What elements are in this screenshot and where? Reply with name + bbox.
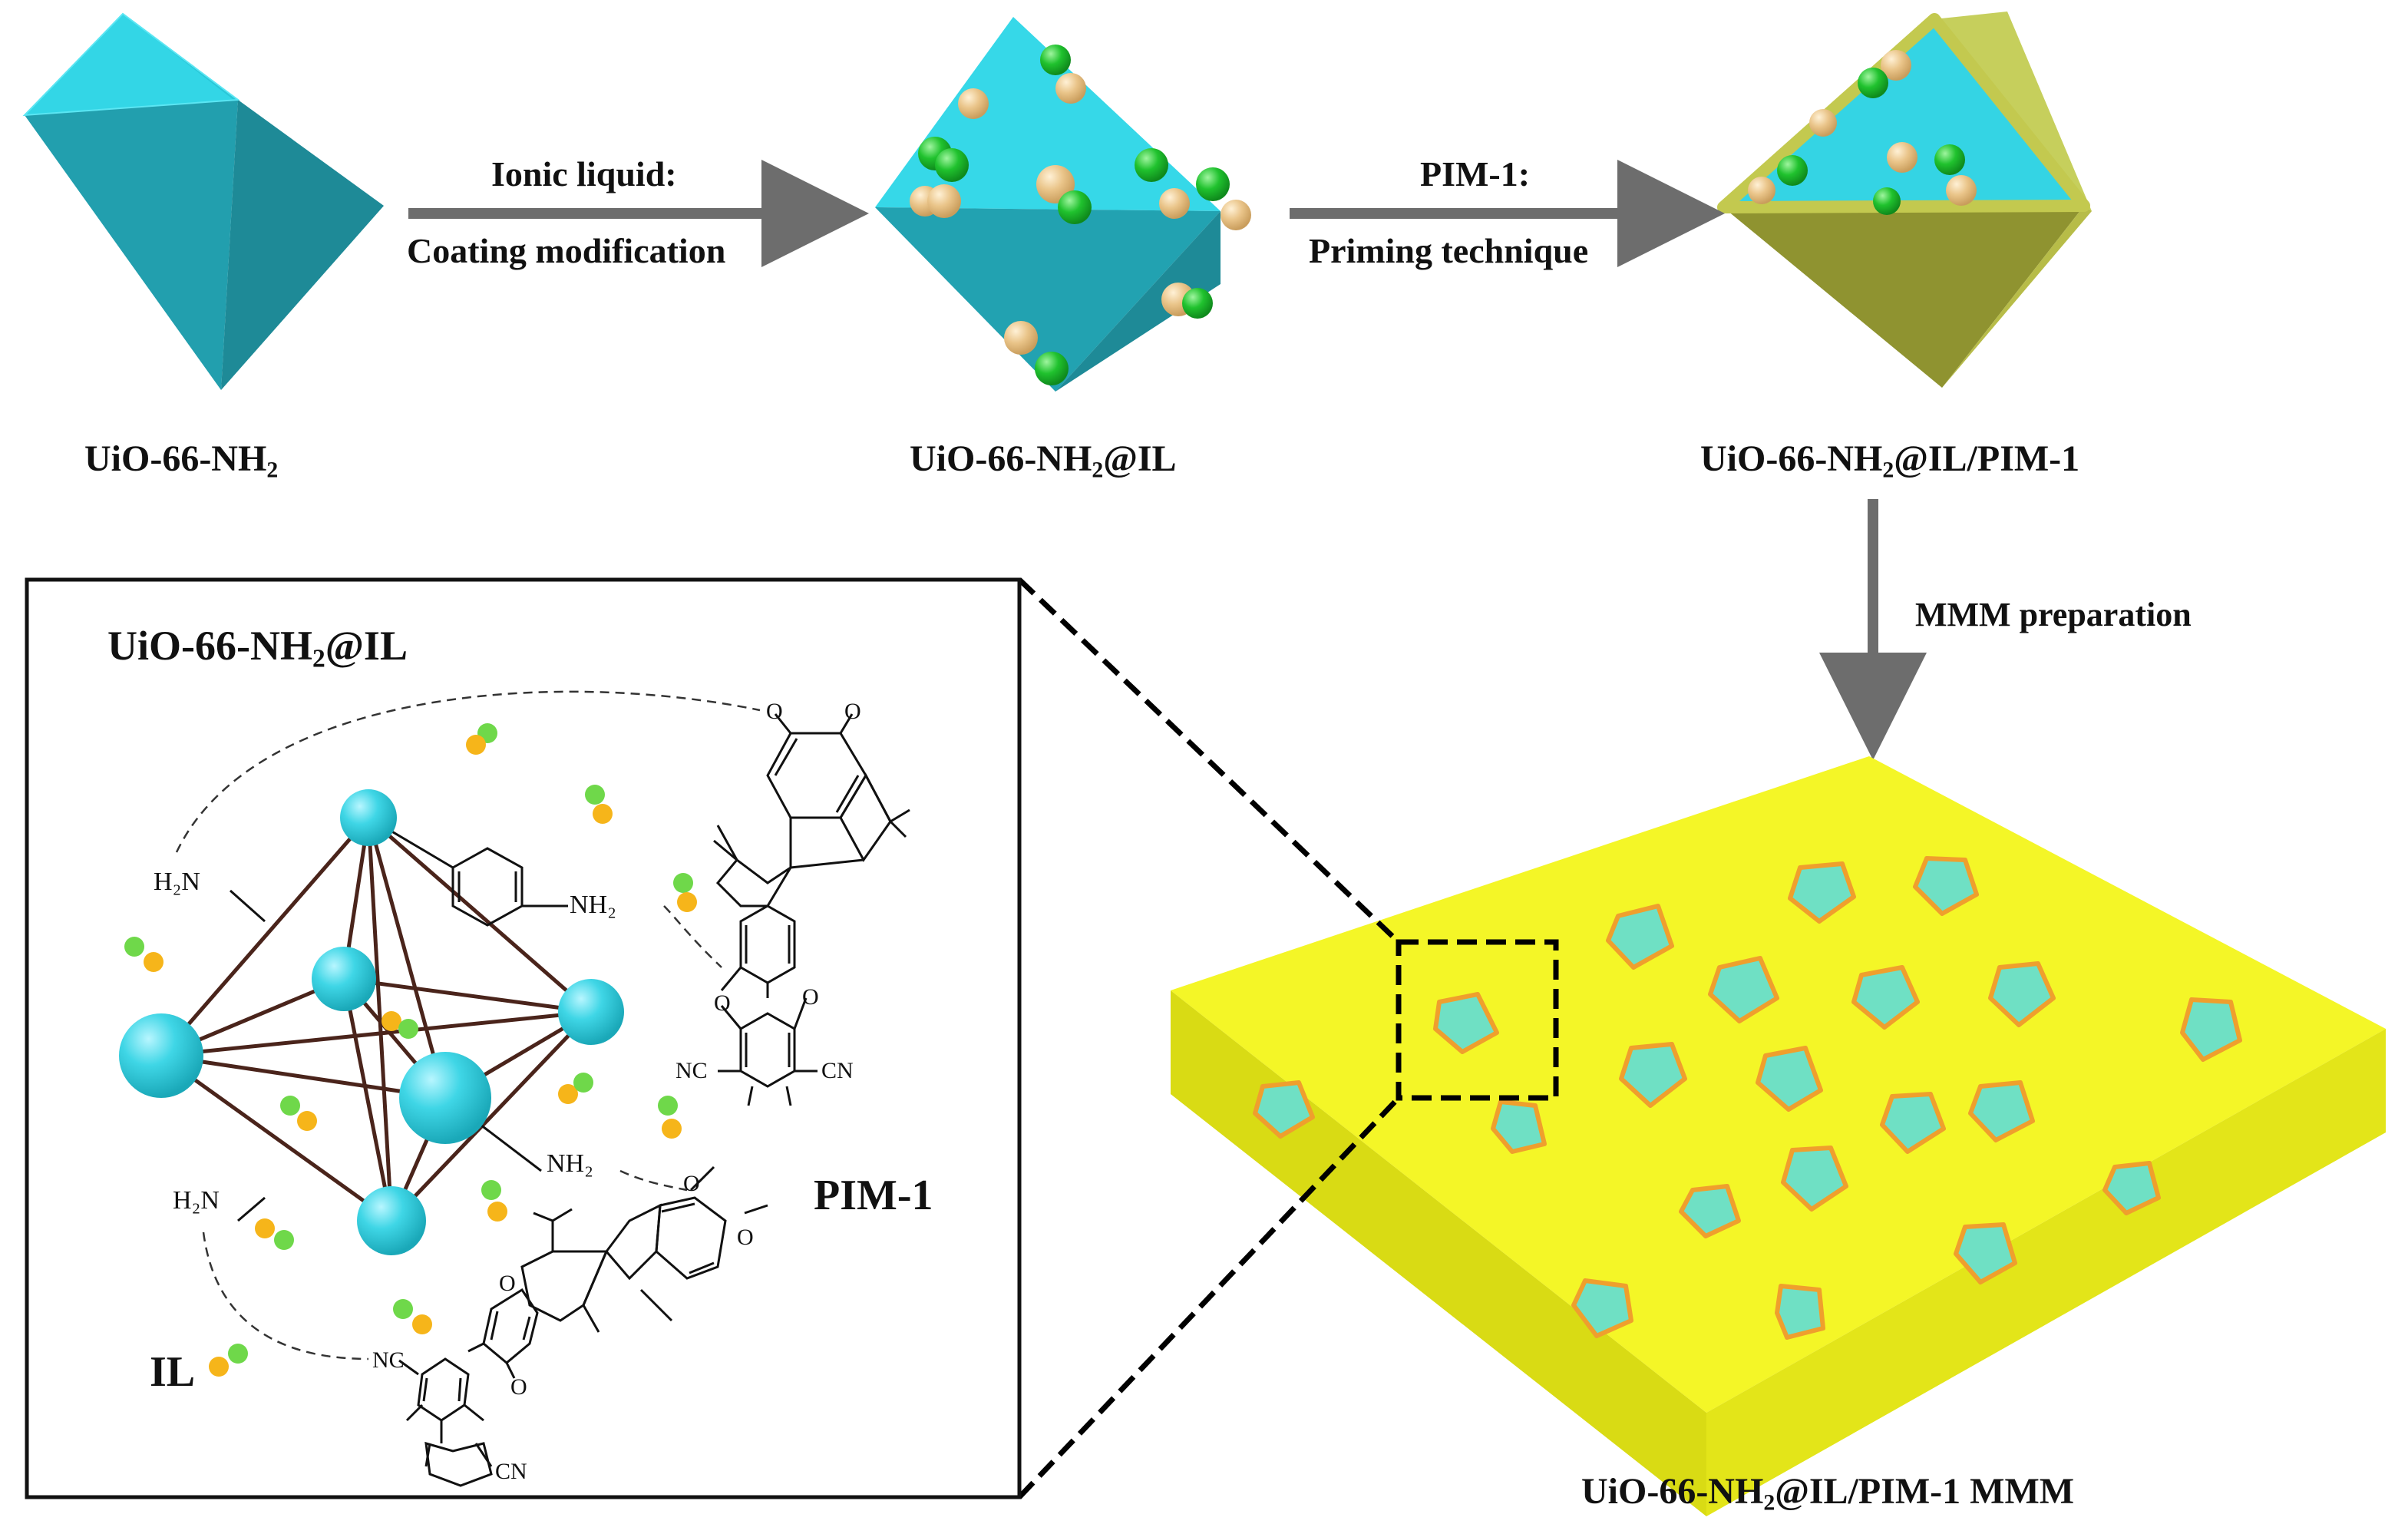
zoom-region-box [1396,939,1559,1101]
nitrile-label-3: NC [372,1347,405,1373]
ether-o-8: O [510,1374,527,1400]
label-ilpim-suffix: @IL/PIM-1 [1894,438,2080,479]
label-uio66-il-suffix: @IL [1103,438,1177,479]
label-uio66-nh2-il-pim1: UiO-66-NH2@IL/PIM-1 [1700,438,2079,483]
amine-label-1: H₂N [154,868,200,896]
octahedron-uio66 [22,12,384,390]
label-uio66-il-sub: 2 [1092,457,1104,483]
label-ilpim-sub: 2 [1882,457,1894,483]
label-uio66-il-text: UiO-66-NH [910,438,1092,479]
amine-label-3: NH₂ [547,1149,593,1178]
label-uio66-nh2: UiO-66-NH2 [84,438,278,483]
ether-o-6: O [737,1225,754,1250]
nitrile-label-1: NC [675,1058,708,1083]
step2-label-line2: Priming technique [1309,231,1589,270]
ether-o-2: O [844,699,861,724]
ether-o-1: O [766,699,783,724]
step3-label: MMM preparation [1915,596,2192,633]
membrane-slab [1171,756,2386,1516]
inset-pim1-label: PIM-1 [814,1172,933,1219]
zr-nodes [119,789,624,1255]
hbond-dashes [175,690,761,1360]
nitrile-label-4: CN [495,1459,527,1484]
linker-bonds [230,816,568,1222]
octahedron-uio66-il [875,17,1251,392]
amine-label-2: NH₂ [570,891,616,919]
label-mmm-text: UiO-66-NH [1581,1471,1764,1512]
inset-title-sub: 2 [312,644,325,673]
inset-il-label: IL [150,1348,196,1396]
il-particles-octahedron-3 [1748,50,1977,215]
ether-o-7: O [499,1271,516,1296]
membrane-fillers [1253,856,2242,1340]
label-uio66-nh2-il: UiO-66-NH2@IL [910,438,1177,483]
label-mmm: UiO-66-NH2@IL/PIM-1 MMM [1581,1470,2074,1516]
step1-label-line1: Ionic liquid: [491,154,677,193]
step2-label-line1: PIM-1: [1420,154,1531,193]
nitrile-label-2: CN [821,1058,854,1083]
step1-label-line2: Coating modification [407,231,726,270]
ether-o-4: O [802,984,819,1010]
amine-label-4: H₂N [173,1186,220,1215]
label-ilpim-text: UiO-66-NH [1700,438,1883,479]
pim1-structure-lower [398,1165,768,1487]
label-mmm-sub: 2 [1763,1489,1775,1516]
inset-title-text: UiO-66-NH [107,623,312,669]
ether-o-5: O [683,1171,700,1196]
label-uio66-sub: 2 [266,457,279,483]
process-arrows [408,160,1927,760]
il-ion-pairs [124,723,697,1377]
label-uio66-text: UiO-66-NH [84,438,267,479]
pim1-structure-upper [713,713,910,1106]
inset-title: UiO-66-NH2@IL [107,622,408,673]
zoom-connectors [1017,577,1401,1499]
octahedron-uio66-il-pim1 [1717,12,2092,388]
ether-o-3: O [714,990,731,1016]
il-particles-octahedron-2 [910,45,1251,385]
label-mmm-suffix: @IL/PIM-1 MMM [1775,1471,2075,1512]
inset-title-suffix: @IL [325,623,408,669]
